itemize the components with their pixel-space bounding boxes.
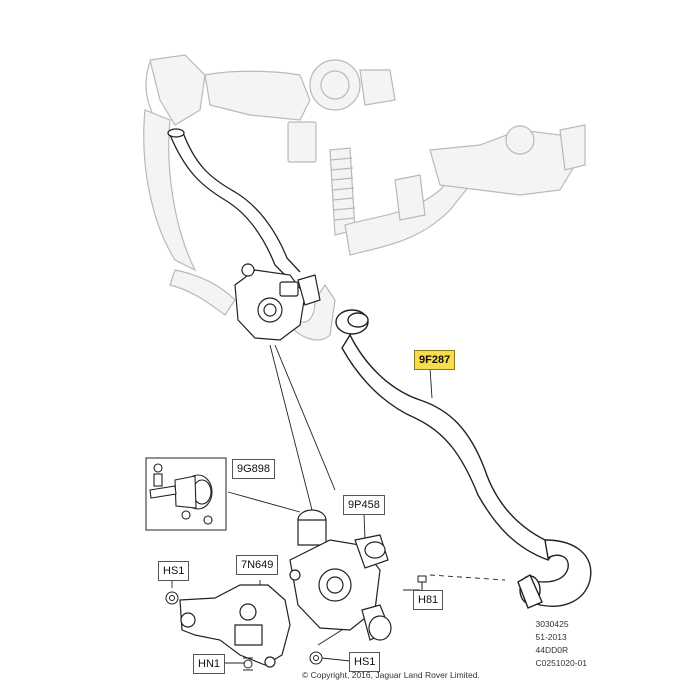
callout-h81[interactable]: H81 bbox=[413, 590, 444, 610]
ref-line-3: 44DD0R bbox=[535, 645, 569, 655]
callout-9f287[interactable]: 9F287 bbox=[414, 350, 456, 370]
ref-line-2: 51-2013 bbox=[535, 632, 567, 642]
water-pump-9p458 bbox=[289, 509, 392, 641]
hose-9f287 bbox=[335, 309, 592, 609]
callout-7n649[interactable]: 7N649 bbox=[236, 555, 279, 575]
fasteners bbox=[165, 591, 323, 671]
callout-hn1[interactable]: HN1 bbox=[193, 654, 226, 674]
callout-9p458[interactable]: 9P458 bbox=[343, 495, 385, 515]
copyright-notice: © Copyright, 2016, Jaguar Land Rover Lim… bbox=[302, 670, 480, 680]
ref-line-4: C0251020-01 bbox=[535, 658, 587, 668]
callout-hs1-left[interactable]: HS1 bbox=[158, 561, 190, 581]
ref-line-1: 3030425 bbox=[535, 619, 569, 629]
callout-hs1-bottom[interactable]: HS1 bbox=[349, 652, 381, 672]
bracket-7n649 bbox=[179, 584, 291, 668]
water-pump-installed bbox=[234, 263, 321, 341]
upper-hose bbox=[167, 128, 301, 281]
callout-9g898[interactable]: 9G898 bbox=[232, 459, 276, 479]
actuator-9g898-box bbox=[145, 457, 227, 531]
engine-context-ghost bbox=[143, 54, 586, 341]
diagram-reference: 3030425 51-2013 44DD0R C0251020-01 bbox=[535, 618, 587, 670]
